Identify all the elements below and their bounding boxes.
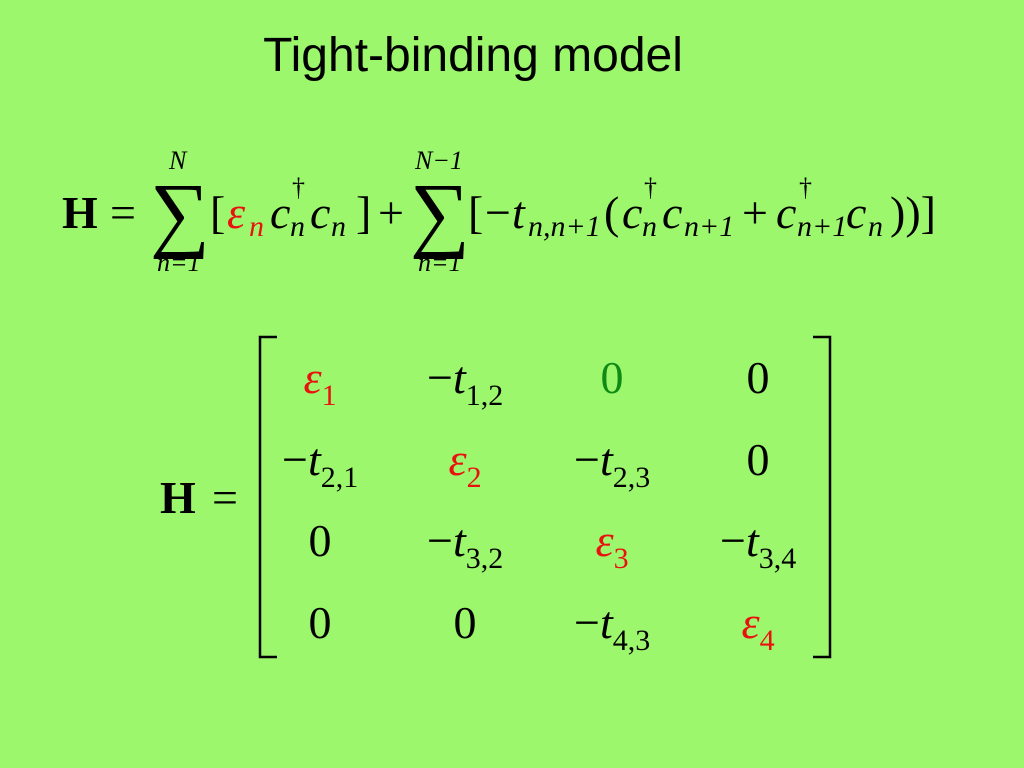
c-n-2-subscript: n bbox=[868, 210, 883, 243]
sum1-sigma: ∑ bbox=[150, 167, 210, 260]
epsilon-n: ε bbox=[227, 187, 246, 238]
dagger-1: † bbox=[292, 173, 305, 202]
sum1-upper-limit: N bbox=[169, 146, 187, 175]
matrix-cell-main: 0 bbox=[308, 597, 332, 648]
open-paren: ( bbox=[604, 187, 620, 238]
open-bracket: [ bbox=[210, 187, 226, 238]
hamiltonian-symbol: H bbox=[62, 187, 98, 238]
matrix-cell-main: −t bbox=[282, 434, 321, 485]
page-title: Tight-binding model bbox=[263, 29, 683, 82]
t-hopping-subscript: n,n+1 bbox=[528, 210, 601, 243]
c-dagger-n-2: c bbox=[622, 187, 643, 238]
matrix-cell-subscript: 3 bbox=[613, 542, 629, 575]
c-n-2: c bbox=[846, 187, 867, 238]
matrix-cell-subscript: 4,3 bbox=[612, 624, 651, 657]
t-hopping: t bbox=[512, 187, 525, 238]
matrix-cell-4-3: −t4,3 bbox=[574, 597, 650, 656]
c-n: c bbox=[310, 187, 331, 238]
hamiltonian-sum-equation: H = N ∑ n=1 [ ε n c † n c n ] + N−1 ∑ n=… bbox=[0, 0, 1024, 300]
matrix-cell-main: −t bbox=[720, 515, 759, 566]
matrix-cell-main: ε bbox=[741, 597, 760, 648]
matrix-cell-1-4: 0 bbox=[747, 355, 770, 401]
matrix-cell-main: −t bbox=[427, 352, 466, 403]
matrix-cell-main: ε bbox=[448, 434, 467, 485]
matrix-cell-2-4: 0 bbox=[747, 437, 770, 483]
matrix-cell-main: −t bbox=[574, 597, 613, 648]
c-dagger-n-subscript: n bbox=[290, 210, 305, 243]
matrix-cell-main: 0 bbox=[746, 434, 770, 485]
minus-sign: − bbox=[485, 187, 511, 238]
matrix-cell-subscript: 2,3 bbox=[612, 461, 651, 494]
sum2-upper-limit: N−1 bbox=[415, 146, 463, 175]
c-dagger-n-plus-1: c bbox=[776, 187, 797, 238]
matrix-cell-main: −t bbox=[574, 434, 613, 485]
sum1-lower-limit: n=1 bbox=[157, 248, 201, 277]
matrix-cell-2-2: ε2 bbox=[448, 434, 482, 493]
matrix-cell-4-4: ε4 bbox=[741, 597, 775, 656]
matrix-cell-3-4: −t3,4 bbox=[720, 515, 796, 574]
c-dagger-n-2-subscript: n bbox=[642, 210, 657, 243]
matrix-cell-1-3: 0 bbox=[601, 355, 624, 401]
matrix-right-bracket bbox=[813, 335, 832, 659]
close-bracket: ] bbox=[356, 187, 372, 238]
matrix-cell-1-1: ε1 bbox=[303, 352, 337, 411]
matrix-cell-main: 0 bbox=[453, 597, 477, 648]
matrix-cell-3-1: 0 bbox=[309, 518, 332, 564]
matrix-cell-2-1: −t2,1 bbox=[282, 434, 358, 493]
matrix-cell-main: 0 bbox=[746, 352, 770, 403]
matrix-cell-main: 0 bbox=[600, 352, 624, 403]
matrix-cell-subscript: 3,4 bbox=[758, 542, 797, 575]
plus-sign: + bbox=[378, 187, 404, 238]
matrix-cell-2-3: −t2,3 bbox=[574, 434, 650, 493]
matrix-cell-main: ε bbox=[303, 352, 322, 403]
sum2-sigma: ∑ bbox=[410, 167, 470, 260]
matrix-equals-sign: = bbox=[212, 472, 238, 523]
sum2-lower-limit: n=1 bbox=[418, 248, 462, 277]
matrix-left-bracket bbox=[258, 335, 277, 659]
matrix-hamiltonian-symbol: H bbox=[160, 472, 196, 523]
matrix-cell-4-1: 0 bbox=[309, 600, 332, 646]
matrix-cell-3-2: −t3,2 bbox=[427, 515, 503, 574]
matrix-cell-subscript: 1 bbox=[321, 379, 337, 412]
matrix-cell-subscript: 2 bbox=[466, 461, 482, 494]
matrix-cell-subscript: 3,2 bbox=[465, 542, 504, 575]
c-n-subscript: n bbox=[331, 210, 346, 243]
matrix-cell-3-3: ε3 bbox=[595, 515, 629, 574]
matrix-cell-4-2: 0 bbox=[454, 600, 477, 646]
equals-sign: = bbox=[110, 187, 136, 238]
matrix-cell-main: ε bbox=[595, 515, 614, 566]
matrix-cell-subscript: 4 bbox=[759, 624, 775, 657]
dagger-3: † bbox=[799, 173, 812, 202]
c-n-plus-1-subscript: n+1 bbox=[684, 210, 735, 243]
matrix-cell-subscript: 2,1 bbox=[320, 461, 359, 494]
matrix-cell-1-2: −t1,2 bbox=[427, 352, 503, 411]
c-n-plus-1: c bbox=[662, 187, 683, 238]
open-bracket-2: [ bbox=[468, 187, 484, 238]
plus-sign-2: + bbox=[742, 187, 768, 238]
epsilon-n-subscript: n bbox=[249, 210, 264, 243]
matrix-cell-main: −t bbox=[427, 515, 466, 566]
dagger-2: † bbox=[644, 173, 657, 202]
matrix-cell-main: 0 bbox=[308, 515, 332, 566]
matrix-cell-subscript: 1,2 bbox=[465, 379, 504, 412]
c-dagger-n: c bbox=[270, 187, 291, 238]
close-paren-bracket: ))] bbox=[890, 187, 936, 238]
c-dagger-n-plus-1-subscript: n+1 bbox=[797, 210, 848, 243]
